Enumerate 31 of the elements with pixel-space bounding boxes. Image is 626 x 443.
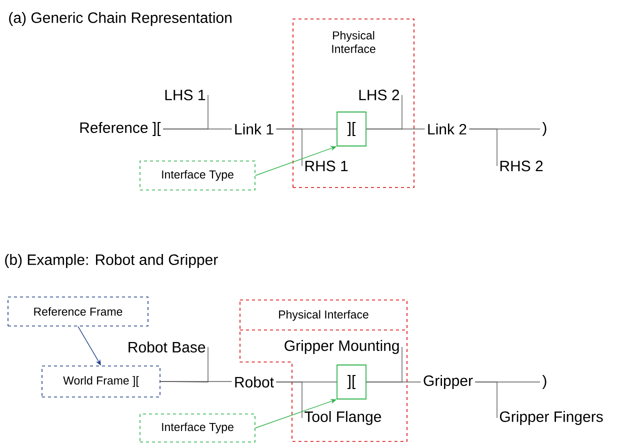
link-label: Gripper [424,375,473,389]
interface-symbol-box: ][ [336,112,366,146]
connector-line [160,346,208,382]
side-label: Gripper Mounting [284,340,399,354]
side-label: LHS 2 [359,90,400,100]
panel-title: (b) Example: Robot and Gripper [5,254,218,268]
side-label: RHS 2 [500,160,543,172]
connector-line [366,346,402,382]
side-label: Gripper Fingers [500,411,603,425]
end-symbol: ) [542,375,546,389]
connector-line [276,128,302,166]
reference-label: Reference ][ [80,122,161,136]
connector-line [474,382,498,418]
connector-line [276,382,302,418]
callout-box: Interface Type [140,414,256,442]
connector-line [366,94,402,130]
side-label: Robot Base [128,341,206,352]
link-label: Link 2 [428,124,466,134]
end-symbol: ) [542,122,546,136]
frame-box: World Frame ][ [42,366,160,398]
side-label: LHS 1 [165,90,206,100]
connector-line [162,94,208,130]
link-label: Robot [235,376,274,388]
connector-line [468,128,498,166]
interface-symbol-box: ][ [336,364,366,400]
panel-title: (a) Generic Chain Representation [9,12,232,26]
callout-box: Interface Type [140,160,256,190]
link-label: Link 1 [235,124,274,134]
callout-box: Reference Frame [8,296,148,326]
side-label: Tool Flange [304,411,382,425]
side-label: RHS 1 [305,160,348,172]
